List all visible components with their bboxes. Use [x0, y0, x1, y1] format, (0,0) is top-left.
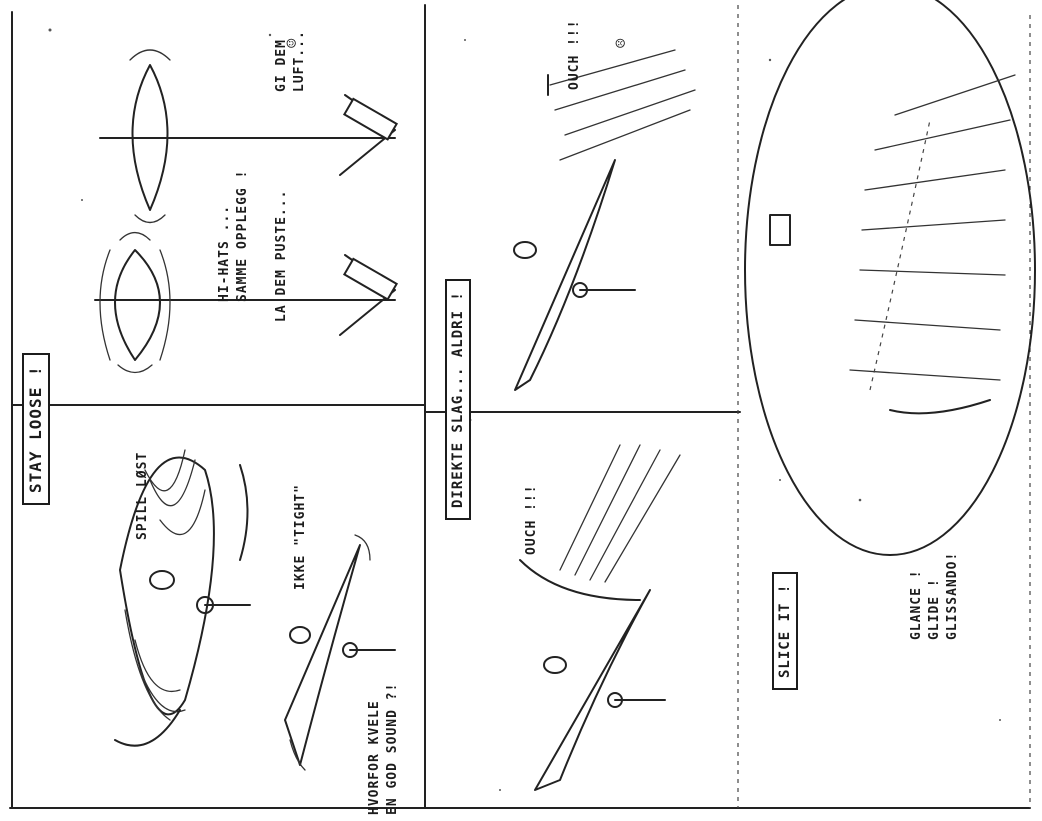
hihat-open-illustration: [100, 50, 397, 223]
tight-cymbal-illustration: [285, 535, 395, 770]
hihat-choked-illustration: [95, 233, 397, 373]
slice-illustration: [745, 0, 1035, 555]
direct-hit-illustration-left: [520, 445, 680, 790]
panel-frame: [10, 5, 1030, 808]
loose-cymbal-illustration: [115, 450, 250, 746]
direct-hit-illustration-right: [514, 50, 695, 390]
